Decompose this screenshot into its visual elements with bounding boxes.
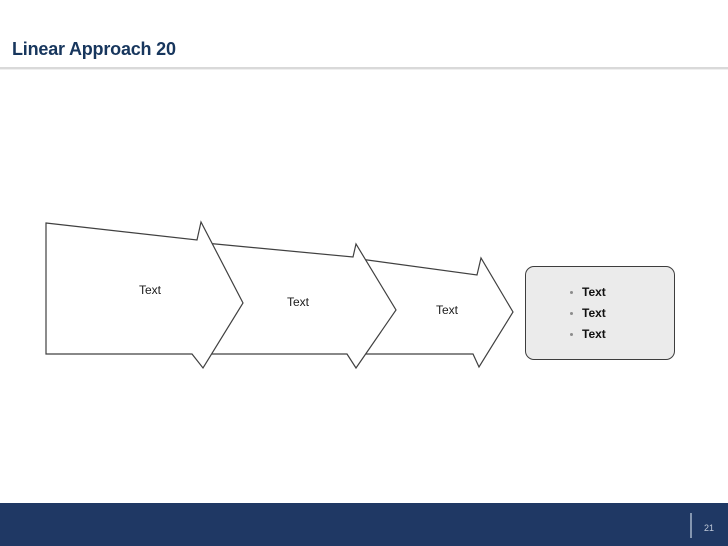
- bullet-item: Text: [526, 282, 674, 303]
- footer-bar: 21: [0, 503, 728, 546]
- bullet-item: Text: [526, 303, 674, 324]
- page-title: Linear Approach 20: [12, 39, 176, 59]
- arrow-1-label: Text: [138, 283, 161, 297]
- bullet-text: Text: [582, 306, 606, 320]
- arrow-2-shape: [204, 242, 397, 370]
- bullet-dot: [570, 290, 573, 294]
- arrow-1-shape: [45, 220, 244, 370]
- arrow-3-shape: [359, 256, 514, 369]
- bullet-box: Text Text Text: [525, 266, 675, 360]
- bullet-item: Text: [526, 324, 674, 345]
- bullet-dot: [570, 311, 573, 315]
- title-divider: [0, 67, 728, 70]
- arrow-2-label: Text: [286, 295, 309, 309]
- bullet-dot: [570, 332, 573, 336]
- bullet-text: Text: [582, 285, 606, 299]
- arrow-3-label: Text: [435, 303, 458, 317]
- page-number: 21: [703, 523, 714, 533]
- page-number-separator: [690, 513, 692, 538]
- bullet-text: Text: [582, 327, 606, 341]
